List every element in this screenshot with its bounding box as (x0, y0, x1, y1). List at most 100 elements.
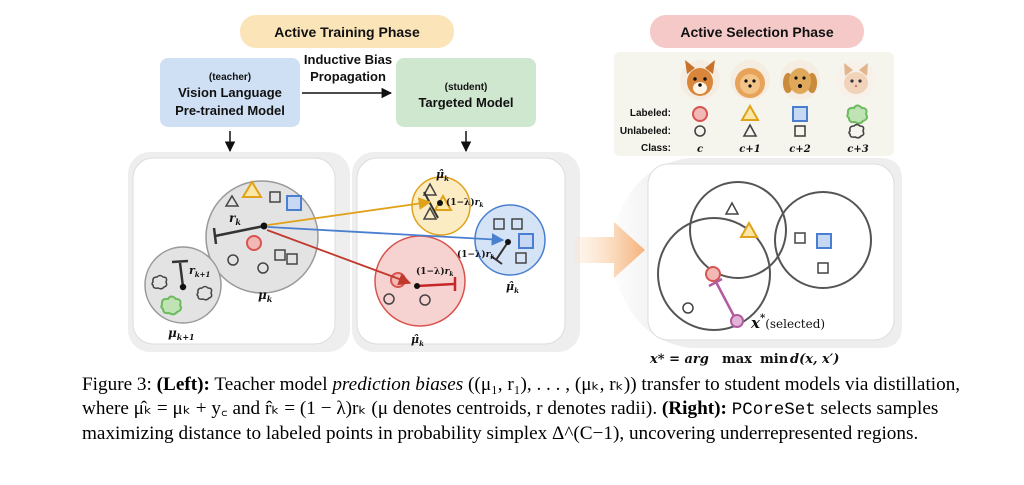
svg-text:Propagation: Propagation (310, 69, 386, 84)
caption-left-tag: (Left): (156, 374, 210, 395)
class-legend: Labeled: Unlabeled: Class: (614, 52, 894, 156)
centroid-k1 (179, 283, 187, 291)
kitten-icon (836, 60, 876, 100)
unlabeled-square-icon (794, 232, 806, 244)
rk1-label: rk+1 (189, 264, 210, 279)
class-label-1: c+1 (739, 144, 760, 155)
student-line1: Targeted Model (418, 95, 513, 110)
propagation-label: Inductive Bias Propagation (304, 52, 392, 84)
unlabeled-cloud-icon (848, 123, 865, 139)
labeled-circle-icon (692, 106, 708, 122)
caption-text: via distillation, where μ̂ₖ = μₖ + y꜀ an… (82, 374, 961, 419)
labeled-circle-icon (705, 266, 721, 282)
legend-class: Class: (641, 143, 671, 154)
coverage-circle (689, 181, 787, 279)
unlabeled-square-icon (274, 249, 286, 261)
distance-line (714, 281, 737, 319)
unlabeled-square-icon (286, 253, 298, 265)
student-panel: μ̂k (1−λ)rk (1−λ)rk μ̂k (1−λ)rk μ̂k (352, 152, 580, 352)
student-cluster-red (374, 235, 466, 327)
golden-retriever-icon (780, 60, 820, 100)
figure-caption: Figure 3: (Left): Teacher model predicti… (82, 373, 972, 446)
student-box: (student) Targeted Model (396, 58, 536, 127)
figure: Active Training Phase Active Selection P… (128, 15, 902, 367)
mu-k1-label: μk+1 (168, 326, 195, 342)
unlabeled-circle-icon (694, 125, 706, 137)
selection-phase-pill: Active Selection Phase (650, 15, 864, 48)
dog-icon (680, 60, 720, 100)
coverage-circle (774, 191, 872, 289)
centroid-k (260, 222, 268, 230)
selection-formula: x* = arg max min d(x, x′) (649, 352, 839, 367)
svg-text:max: max (722, 352, 752, 367)
muhat-blue: μ̂k (506, 280, 519, 295)
training-phase-pill: Active Training Phase (240, 15, 454, 48)
unlabeled-square-icon (269, 191, 281, 203)
unlabeled-square-icon (493, 218, 505, 230)
labeled-square-icon (816, 233, 832, 249)
unlabeled-triangle-icon (724, 201, 740, 215)
unlabeled-square-icon (794, 125, 806, 137)
unlabeled-triangle-icon (224, 194, 240, 207)
class-label-2: c+2 (789, 144, 810, 155)
caption-text: Δ^(C−1), uncovering underrepresented reg… (552, 423, 919, 444)
class-label-3: c+3 (847, 144, 868, 155)
teacher-line1: Vision Language (178, 85, 282, 100)
radius-red (416, 282, 455, 288)
centroid-red (414, 283, 420, 289)
svg-text:d(x, x′): d(x, x′) (790, 352, 839, 367)
class-label-0: c (697, 144, 703, 155)
selected-label: x*(selected) (750, 313, 825, 332)
training-phase-label: Active Training Phase (274, 24, 420, 40)
legend-labeled: Labeled: (630, 108, 671, 119)
transfer-arrow-red (266, 229, 412, 285)
unlabeled-cloud-icon (196, 285, 213, 301)
unlabeled-triangle-icon (422, 206, 438, 220)
unlabeled-circle-icon (682, 302, 694, 314)
caption-emph: prediction biases (332, 374, 464, 395)
lambda-r-blue: (1−λ)rk (457, 249, 495, 261)
legend-unlabeled: Unlabeled: (620, 126, 671, 137)
unlabeled-circle-icon (419, 294, 431, 306)
teacher-line2: Pre-trained Model (175, 103, 285, 118)
transfer-arrow-orange (267, 197, 432, 226)
unlabeled-circle-icon (383, 293, 395, 305)
labeled-circle-icon (246, 235, 262, 251)
teacher-role: (teacher) (209, 72, 251, 83)
lambda-r-red: (1−λ)rk (416, 266, 454, 278)
selected-point (730, 314, 744, 328)
mu-k-label: μk (258, 288, 273, 304)
selection-panel: x*(selected) x* = arg max min d(x, x′) (575, 158, 902, 367)
unlabeled-triangle-icon (742, 123, 758, 137)
labeled-square-icon (518, 233, 534, 249)
muhat-orange: μ̂k (436, 168, 449, 183)
labeled-triangle-icon (740, 103, 760, 121)
labeled-cloud-icon (160, 295, 182, 316)
caption-figure-number: Figure 3: (82, 374, 152, 395)
caption-text: Teacher model (214, 374, 328, 395)
lambda-r-orange: (1−λ)rk (446, 197, 484, 209)
svg-text:x* = arg: x* = arg (649, 352, 709, 367)
rk-label: rk (229, 211, 241, 227)
unlabeled-triangle-icon (422, 182, 438, 196)
centroid-blue (505, 239, 511, 245)
caption-code: PCoreSet (731, 399, 816, 420)
centroid-orange (437, 200, 443, 206)
transfer-arrow-blue (267, 226, 505, 246)
unlabeled-square-icon (817, 262, 829, 274)
student-role: (student) (445, 82, 488, 93)
caption-text: selects samples maximizing distance to l… (82, 397, 939, 445)
labeled-triangle-icon (739, 220, 759, 238)
pomeranian-icon (730, 60, 770, 100)
unlabeled-cloud-icon (151, 274, 168, 290)
labeled-triangle-icon (241, 180, 263, 198)
big-arrow-icon (575, 222, 645, 278)
radius-rk (214, 224, 265, 238)
caption-text: ((μ₁, r₁), . . . , (μₖ, rₖ)) transfer to… (468, 374, 841, 395)
teacher-panel: rk μk rk+1 μk+1 (128, 152, 350, 352)
svg-text:min: min (760, 352, 789, 367)
unlabeled-circle-icon (257, 262, 269, 274)
labeled-square-icon (286, 195, 302, 211)
muhat-red: μ̂k (411, 333, 424, 348)
selection-phase-label: Active Selection Phase (680, 24, 834, 40)
